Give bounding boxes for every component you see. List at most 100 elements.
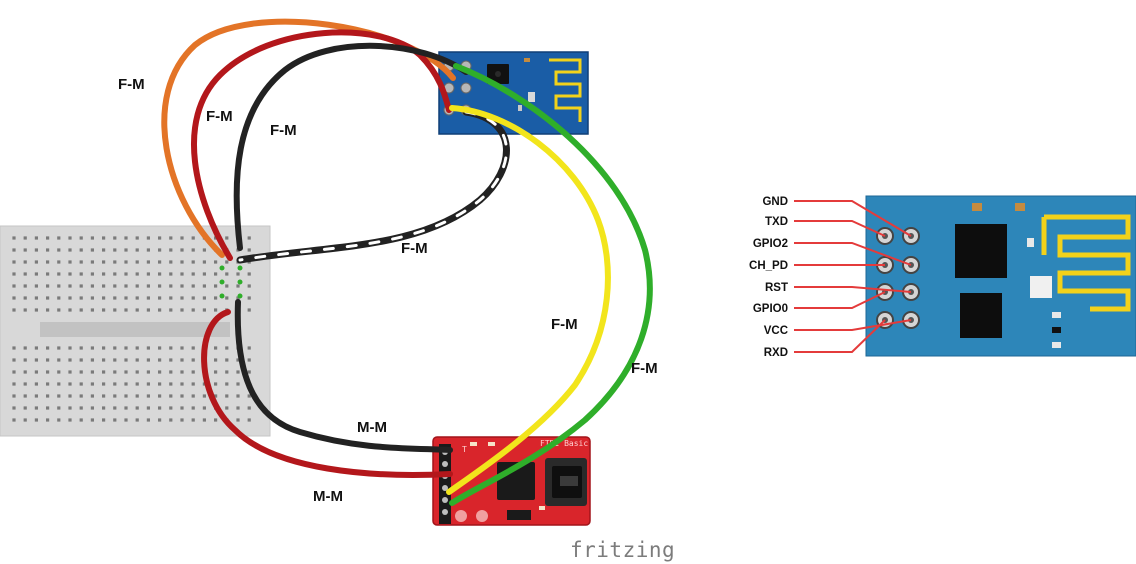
breadboard-hole	[247, 308, 251, 312]
breadboard-hole	[57, 248, 61, 252]
breadboard-hole	[79, 358, 83, 362]
wire-yellow	[446, 105, 611, 495]
breadboard-hole	[236, 406, 240, 410]
pinout-leader-lines	[794, 200, 912, 353]
breadboard-hole	[12, 418, 16, 422]
breadboard-hole	[102, 346, 106, 350]
breadboard-hole	[191, 346, 195, 350]
breadboard-hole	[46, 346, 50, 350]
breadboard-hole	[180, 248, 184, 252]
breadboard-hole	[247, 272, 251, 276]
breadboard-hole	[225, 296, 229, 300]
breadboard-hole	[191, 382, 195, 386]
breadboard-hole	[124, 370, 128, 374]
breadboard-hole	[34, 358, 38, 362]
wire-black-bottom	[234, 299, 453, 453]
breadboard-hole	[90, 418, 94, 422]
breadboard-hole	[247, 370, 251, 374]
breadboard-hole	[169, 272, 173, 276]
breadboard-hole	[34, 406, 38, 410]
breadboard-hole	[236, 296, 240, 300]
breadboard-hole	[113, 284, 117, 288]
breadboard-hole	[202, 248, 206, 252]
pin-label-ch-pd: CH_PD	[749, 260, 788, 272]
breadboard-hole	[135, 382, 139, 386]
breadboard-hole	[23, 284, 27, 288]
breadboard-hole	[102, 284, 106, 288]
breadboard-hole	[247, 236, 251, 240]
breadboard-hole	[12, 308, 16, 312]
breadboard-hole	[158, 236, 162, 240]
breadboard-hole	[247, 406, 251, 410]
breadboard-hole	[113, 418, 117, 422]
breadboard-hole	[191, 358, 195, 362]
breadboard-hole	[169, 248, 173, 252]
breadboard-hole	[135, 406, 139, 410]
breadboard-hole	[247, 346, 251, 350]
breadboard-hole	[158, 260, 162, 264]
breadboard-hole	[169, 236, 173, 240]
breadboard-hole	[90, 260, 94, 264]
breadboard-hole	[124, 236, 128, 240]
breadboard-hole	[90, 358, 94, 362]
breadboard-hole	[180, 406, 184, 410]
breadboard-hole	[68, 418, 72, 422]
breadboard-hole	[57, 260, 61, 264]
breadboard-hole	[124, 272, 128, 276]
breadboard-hole	[102, 418, 106, 422]
breadboard-hole	[102, 272, 106, 276]
breadboard-hole	[124, 406, 128, 410]
breadboard-hole	[124, 308, 128, 312]
breadboard-hole	[46, 418, 50, 422]
breadboard-hole	[113, 236, 117, 240]
breadboard-hole	[34, 260, 38, 264]
breadboard-hole	[102, 308, 106, 312]
breadboard-hole	[180, 260, 184, 264]
breadboard-hole	[146, 394, 150, 398]
esp01-pinout-diagram: GND TXD GPIO2 CH_PD RST GPIO0 VCC RXD	[749, 195, 1136, 359]
breadboard-hole	[90, 308, 94, 312]
label-red-wire-top: F-M	[206, 108, 233, 125]
breadboard-hole	[68, 248, 72, 252]
breadboard-hole	[135, 394, 139, 398]
pin-label-rxd: RXD	[764, 347, 788, 359]
breadboard-hole	[135, 418, 139, 422]
breadboard-hole	[68, 236, 72, 240]
breadboard-hole	[68, 370, 72, 374]
breadboard-hole	[23, 260, 27, 264]
breadboard-hole	[214, 394, 218, 398]
breadboard-hole	[12, 346, 16, 350]
breadboard-hole	[225, 382, 229, 386]
wire-green	[449, 63, 653, 506]
label-yellow-wire: F-M	[551, 316, 578, 333]
breadboard-hole	[236, 370, 240, 374]
breadboard-hole	[214, 346, 218, 350]
ftdi-board-label: FTDI Basic	[540, 439, 588, 448]
breadboard-hole	[191, 248, 195, 252]
breadboard-hole	[113, 382, 117, 386]
breadboard-hole	[68, 394, 72, 398]
breadboard-hole	[23, 370, 27, 374]
breadboard-hole	[68, 296, 72, 300]
breadboard-hole	[46, 260, 50, 264]
breadboard-hole	[113, 296, 117, 300]
breadboard-hole	[191, 308, 195, 312]
breadboard-hole	[90, 382, 94, 386]
breadboard-hole	[12, 358, 16, 362]
breadboard-hole	[124, 394, 128, 398]
breadboard-hole	[34, 370, 38, 374]
breadboard-hole	[135, 260, 139, 264]
breadboard-hole	[79, 296, 83, 300]
breadboard-hole	[146, 406, 150, 410]
breadboard-hole	[191, 284, 195, 288]
breadboard-hole	[46, 370, 50, 374]
breadboard-hole	[135, 272, 139, 276]
breadboard-hole	[102, 296, 106, 300]
breadboard-hole	[34, 308, 38, 312]
breadboard-hole	[68, 358, 72, 362]
breadboard-hole	[12, 284, 16, 288]
wire-labels: F-M F-M F-M F-M F-M F-M M-M M-M	[118, 76, 658, 505]
pin-label-gnd: GND	[762, 196, 788, 208]
breadboard-hole	[180, 308, 184, 312]
